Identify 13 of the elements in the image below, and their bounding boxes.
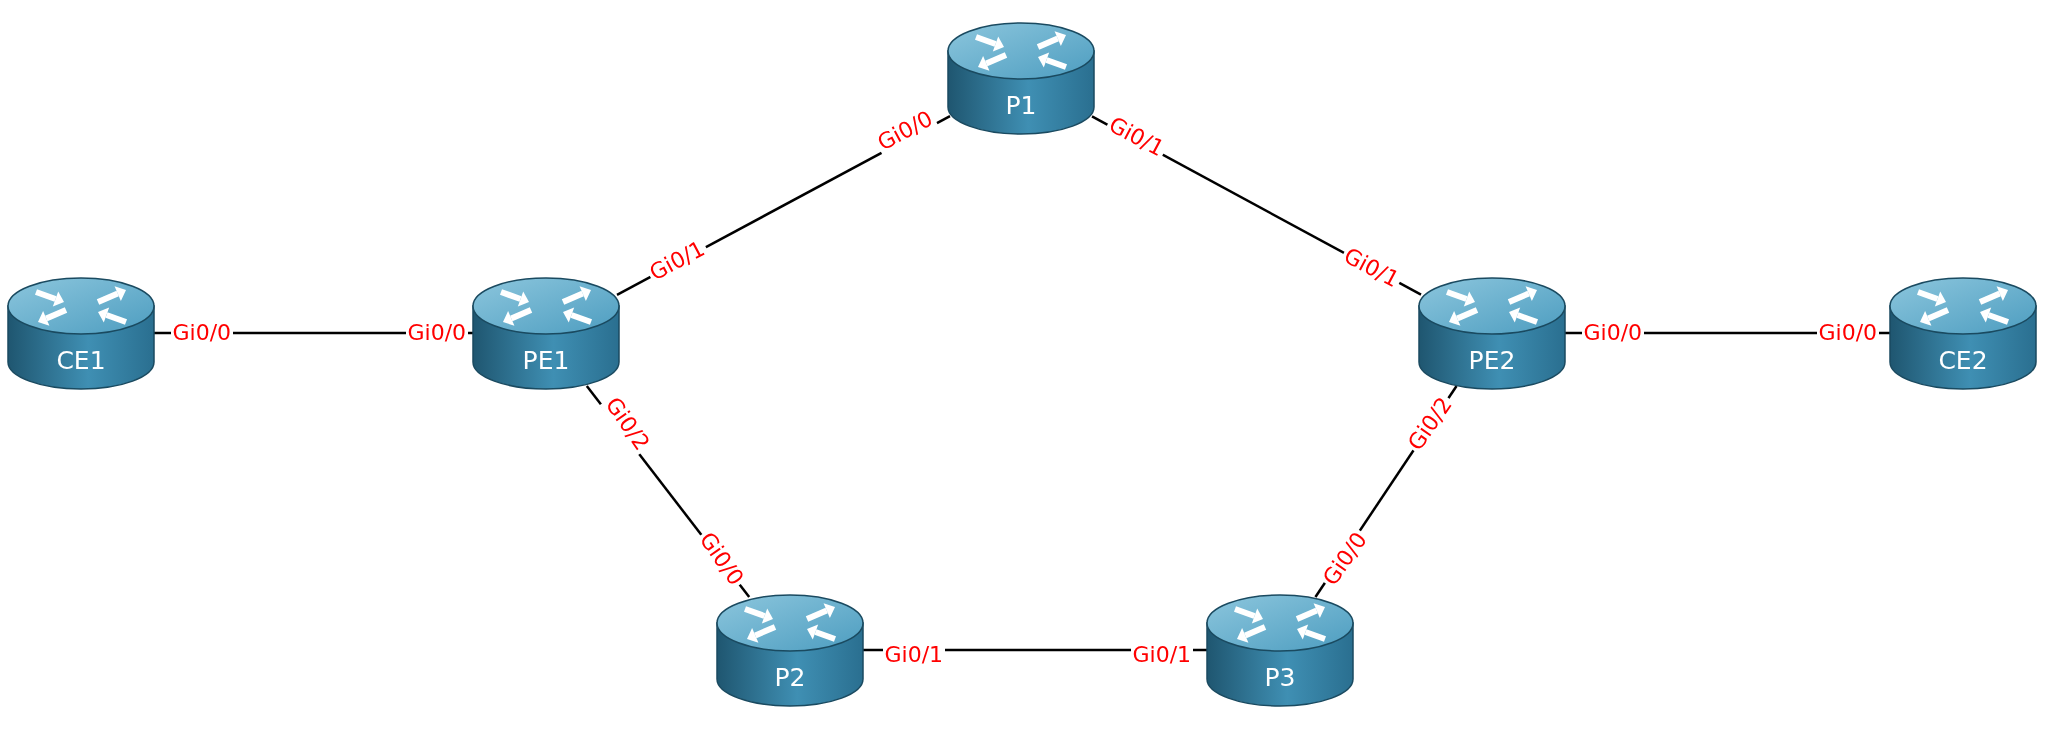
interface-label: Gi0/0 bbox=[405, 321, 469, 345]
router-name: PE2 bbox=[1468, 346, 1516, 376]
interface-label: Gi0/0 bbox=[1581, 321, 1645, 345]
router-name: P2 bbox=[774, 663, 806, 693]
router-name: P3 bbox=[1264, 663, 1296, 693]
router-name: PE1 bbox=[522, 346, 570, 376]
interface-label: Gi0/0 bbox=[170, 321, 234, 345]
router-name: P1 bbox=[1005, 91, 1037, 121]
router-name: CE1 bbox=[56, 346, 106, 376]
interface-label: Gi0/1 bbox=[882, 643, 946, 667]
router-name: CE2 bbox=[1938, 346, 1988, 376]
interface-label: Gi0/0 bbox=[1816, 321, 1880, 345]
interface-label: Gi0/1 bbox=[1130, 643, 1194, 667]
